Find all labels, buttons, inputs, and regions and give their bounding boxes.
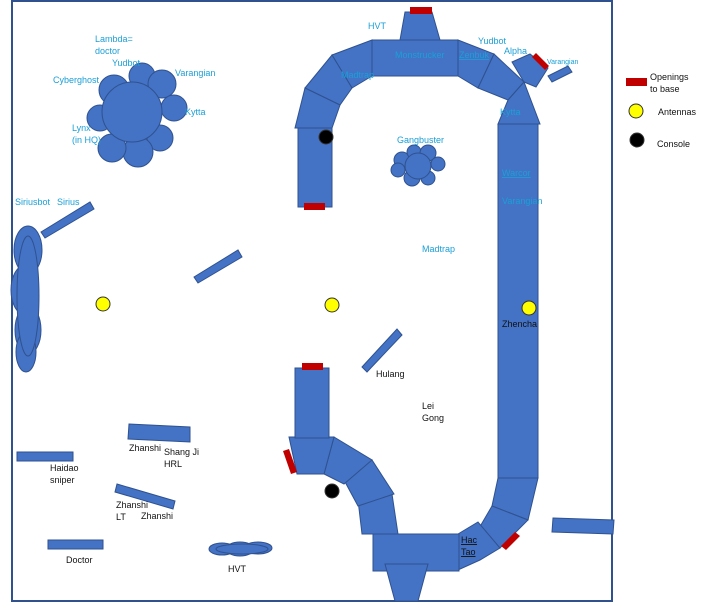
top-entrance (399, 11, 441, 41)
label-kytta-left: Kytta (185, 107, 206, 117)
label-hvt-bottom: HVT (228, 564, 247, 574)
barrier-bottom-right (551, 517, 615, 535)
barrier-hulang (361, 328, 403, 373)
label-zhencha: Zhencha (502, 319, 537, 329)
legend: Openings to base Antennas Console (626, 72, 697, 149)
label-hulang: Hulang (376, 369, 405, 379)
antenna-left (95, 296, 111, 312)
barrier-haidao (16, 451, 74, 462)
label-zhanshi-1: Zhanshi (129, 443, 161, 453)
label-tao: Tao (461, 547, 476, 557)
antenna-right (521, 300, 537, 316)
cloud-gangbuster (390, 144, 446, 187)
cloud-hvt-bottom (208, 541, 273, 557)
top-corridor (371, 39, 459, 77)
opening-bottom-left (283, 449, 297, 474)
labels: HVT Monstrucker Zenbuk Yudbot Alpha Vara… (15, 21, 579, 574)
barrier-doctor (47, 539, 104, 550)
label-sniper: sniper (50, 475, 75, 485)
label-yudbot-left: Yudbot (112, 58, 141, 68)
label-shang-ji: Shang Ji (164, 447, 199, 457)
opening-top (410, 7, 432, 14)
label-lei: Lei (422, 401, 434, 411)
label-varangian-left: Varangian (175, 68, 215, 78)
console-upper (318, 129, 334, 145)
left-lower-arm (294, 367, 330, 439)
label-hac: Hac (461, 535, 478, 545)
label-yudbot-top: Yudbot (478, 36, 507, 46)
label-madtrap-mid: Madtrap (422, 244, 455, 254)
label-doctor: Doctor (66, 555, 93, 565)
top-right-segment-3 (497, 81, 541, 125)
opening-top-right (532, 53, 549, 70)
legend-openings-line2: to base (650, 84, 680, 94)
legend-antenna-swatch (628, 103, 644, 119)
cloud-hq (86, 62, 188, 168)
left-upper-arm (297, 127, 333, 208)
bottom-entrance (384, 563, 429, 602)
label-lynx-2: (in HQ) (72, 135, 101, 145)
label-gangbuster: Gangbuster (397, 135, 444, 145)
opening-left-upper (304, 203, 325, 210)
barrier-zhanshi (127, 423, 191, 443)
cloud-sirius (10, 225, 43, 373)
label-zhanshi-lt-1: Zhanshi (116, 500, 148, 510)
label-zhanshi-2: Zhanshi (141, 511, 173, 521)
legend-antennas: Antennas (658, 107, 697, 117)
label-sirius: Sirius (57, 197, 80, 207)
label-kytta-right: Kytta (500, 107, 521, 117)
label-gong: Gong (422, 413, 444, 423)
label-zhanshi-lt-2: LT (116, 512, 126, 522)
legend-openings-line1: Openings (650, 72, 689, 82)
label-monstrucker: Monstrucker (395, 50, 445, 60)
barrier-center-left (193, 249, 243, 284)
main-base (288, 11, 549, 602)
label-haidao: Haidao (50, 463, 79, 473)
label-lambda-2: doctor (95, 46, 120, 56)
label-lambda-1: Lambda= (95, 34, 133, 44)
openings (283, 7, 549, 550)
label-lynx-1: Lynx (72, 123, 91, 133)
label-warcor: Warcor (502, 168, 531, 178)
legend-console-swatch (629, 132, 645, 148)
opening-bottom-right (501, 532, 520, 550)
barriers (16, 65, 615, 550)
label-zenbuk: Zenbuk (459, 50, 490, 60)
antenna-center (324, 297, 340, 313)
clouds (10, 62, 446, 557)
console-lower (324, 483, 340, 499)
barrier-zhanshi-lt (114, 483, 176, 510)
label-hrl: HRL (164, 459, 182, 469)
opening-left-lower (302, 363, 323, 370)
markers (95, 129, 537, 499)
label-varangian-right: Varangian (502, 196, 542, 206)
label-cyberghost: Cyberghost (53, 75, 100, 85)
label-hvt-top: HVT (368, 21, 387, 31)
barrier-sirius (40, 201, 95, 239)
barrier-top-right (547, 65, 573, 83)
legend-opening-swatch (626, 78, 647, 86)
label-siriusbot: Siriusbot (15, 197, 51, 207)
label-alpha: Alpha (504, 46, 527, 56)
label-madtrap-top: Madtrap (341, 70, 374, 80)
label-varangian-top: Varangian (547, 59, 579, 66)
legend-console: Console (657, 139, 690, 149)
